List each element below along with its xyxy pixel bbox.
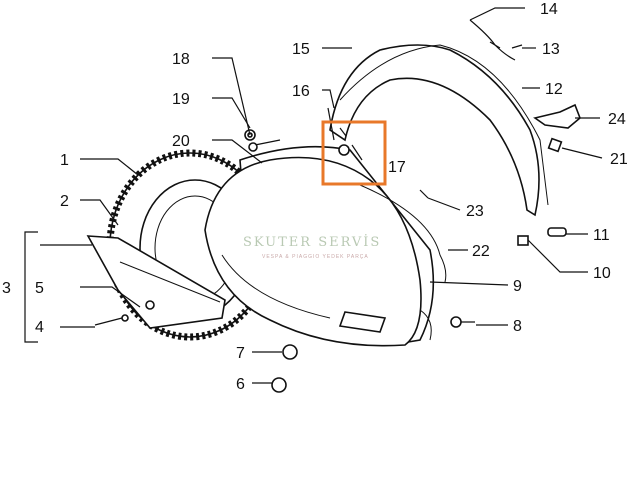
callout-15: 15 bbox=[292, 41, 310, 58]
callout-11: 11 bbox=[593, 227, 610, 244]
highlight-box-17 bbox=[321, 120, 387, 186]
watermark-tagline: VESPA & PIAGGIO YEDEK PARÇA bbox=[262, 254, 369, 260]
rear-cowl bbox=[329, 44, 549, 217]
watermark-brand: SKUTER SERVİS bbox=[243, 233, 381, 250]
callout-5: 5 bbox=[35, 280, 44, 297]
callout-18: 18 bbox=[172, 51, 190, 68]
wheel-cover-plate bbox=[86, 235, 226, 329]
callout-13: 13 bbox=[542, 41, 560, 58]
callout-21: 21 bbox=[610, 151, 628, 168]
callout-labels: 1 2 3 4 5 6 7 8 9 10 11 12 13 14 15 16 1… bbox=[2, 1, 628, 393]
callout-10: 10 bbox=[593, 265, 611, 282]
callout-14: 14 bbox=[540, 1, 558, 18]
callout-2: 2 bbox=[60, 193, 69, 210]
leader-lines bbox=[40, 7, 603, 384]
callout-8: 8 bbox=[513, 318, 522, 335]
side-cowl bbox=[204, 156, 422, 347]
callout-17: 17 bbox=[388, 159, 406, 176]
callout-20: 20 bbox=[172, 133, 190, 150]
callout-16: 16 bbox=[292, 83, 310, 100]
callout-23: 23 bbox=[466, 203, 484, 220]
callout-24: 24 bbox=[608, 111, 626, 128]
callout-4: 4 bbox=[35, 319, 44, 336]
callout-22: 22 bbox=[472, 243, 490, 260]
callout-1: 1 bbox=[60, 152, 69, 169]
callout-9: 9 bbox=[513, 278, 522, 295]
callout-6: 6 bbox=[236, 376, 245, 393]
callout-12: 12 bbox=[545, 81, 563, 98]
gasket-strips bbox=[359, 184, 447, 341]
hardware bbox=[94, 19, 581, 393]
callout-3: 3 bbox=[2, 280, 11, 297]
callout-7: 7 bbox=[236, 345, 245, 362]
group-bracket bbox=[24, 231, 38, 343]
callout-19: 19 bbox=[172, 91, 190, 108]
